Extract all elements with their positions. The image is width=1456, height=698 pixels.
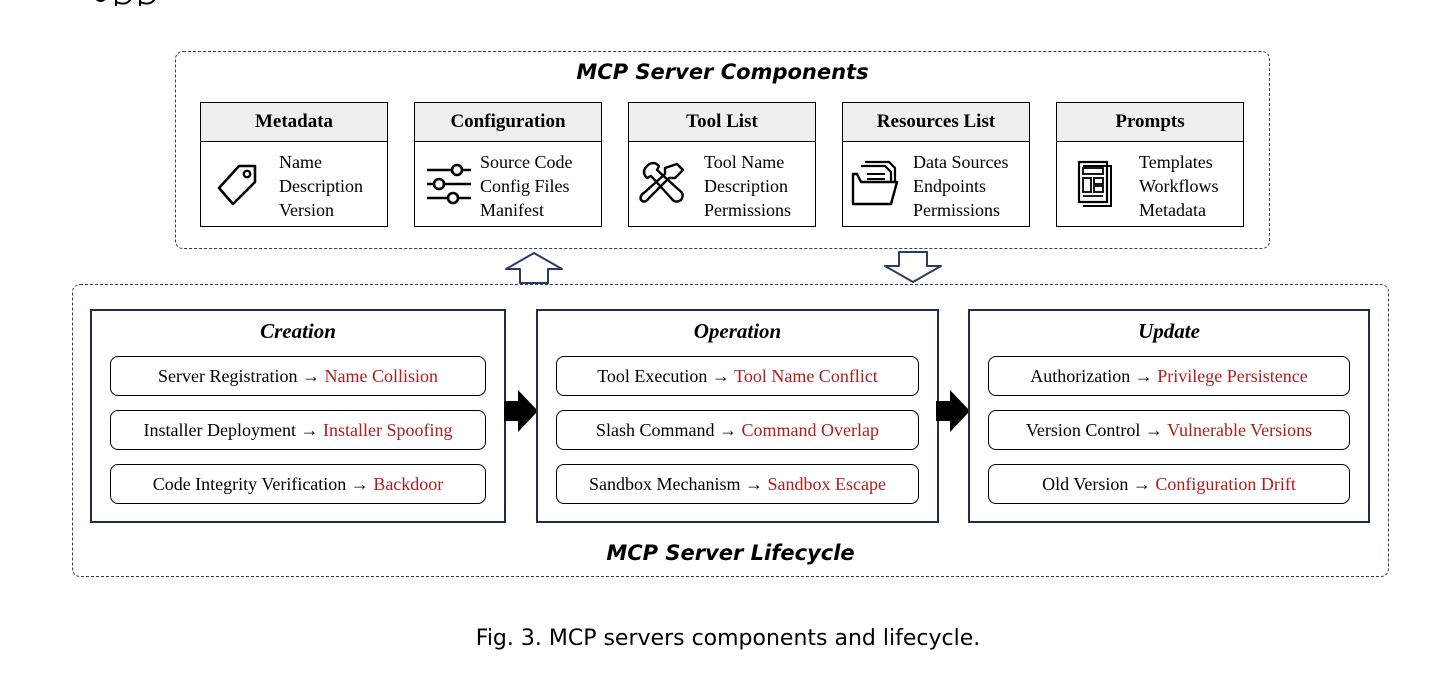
up-arrow-icon <box>505 252 563 284</box>
row-action: Installer Deployment <box>143 420 296 440</box>
phase-title: Creation <box>260 319 336 343</box>
arrow-right-glyph: → <box>1144 420 1163 440</box>
lifecycle-row: Sandbox Mechanism → Sandbox Escape <box>556 464 919 504</box>
row-risk: Backdoor <box>373 474 444 494</box>
component-item: Metadata <box>1139 200 1206 220</box>
card-title: Prompts <box>1057 103 1243 142</box>
component-item: Tool Name <box>704 152 785 172</box>
arrow-right-glyph: → <box>301 366 320 386</box>
row-action: Old Version <box>1042 474 1129 494</box>
component-item: Manifest <box>480 200 544 220</box>
arrow-right-glyph: → <box>719 420 738 440</box>
row-risk: Tool Name Conflict <box>734 366 878 386</box>
component-card-resources-list: Resources List Data Sources Endpoints Pe… <box>842 102 1030 227</box>
component-item: Templates <box>1139 152 1213 172</box>
component-item: Workflows <box>1139 176 1219 196</box>
components-container <box>175 51 1270 249</box>
arrow-right-glyph: → <box>1132 474 1151 494</box>
component-card-prompts: Prompts Templates Workflows Metadata <box>1056 102 1244 227</box>
tag-icon <box>217 164 257 206</box>
row-action: Slash Command <box>596 420 715 440</box>
component-card-tool-list: Tool List Tool Name Description Permissi… <box>628 102 816 227</box>
row-risk: Configuration Drift <box>1155 474 1296 494</box>
row-action: Server Registration <box>158 366 298 386</box>
tools-icon <box>639 161 685 203</box>
component-item: Description <box>704 176 788 196</box>
down-arrow-icon <box>884 251 942 283</box>
lifecycle-row: Code Integrity Verification → Backdoor <box>110 464 486 504</box>
row-risk: Privilege Persistence <box>1157 366 1308 386</box>
lifecycle-row: Installer Deployment → Installer Spoofin… <box>110 410 486 450</box>
components-title: MCP Server Components <box>576 60 869 84</box>
phase-title: Operation <box>693 319 782 343</box>
figure-caption: Fig. 3. MCP servers components and lifec… <box>475 626 981 651</box>
component-item: Data Sources <box>913 152 1009 172</box>
lifecycle-row: Version Control → Vulnerable Versions <box>988 410 1350 450</box>
component-item: Endpoints <box>913 176 987 196</box>
row-risk: Sandbox Escape <box>767 474 886 494</box>
template-document-icon <box>1077 160 1112 207</box>
lifecycle-title: MCP Server Lifecycle <box>606 541 855 565</box>
component-item: Version <box>279 200 334 220</box>
cutoff-text-fragment <box>90 0 210 8</box>
row-risk: Vulnerable Versions <box>1167 420 1313 440</box>
phase-title: Update <box>1138 319 1200 343</box>
component-item: Permissions <box>704 200 792 220</box>
lifecycle-row: Tool Execution → Tool Name Conflict <box>556 356 919 396</box>
lifecycle-container <box>72 284 1389 577</box>
card-title: Configuration <box>415 103 601 142</box>
lifecycle-row: Server Registration → Name Collision <box>110 356 486 396</box>
sliders-icon <box>427 163 471 205</box>
arrow-right-glyph: → <box>711 366 730 386</box>
row-action: Tool Execution <box>597 366 708 386</box>
card-title: Metadata <box>201 103 387 142</box>
component-card-configuration: Configuration Source Code Config Files M… <box>414 102 602 227</box>
component-card-metadata: Metadata Name Description Version <box>200 102 388 227</box>
component-item: Source Code <box>480 152 573 172</box>
row-risk: Installer Spoofing <box>322 420 453 440</box>
card-title: Resources List <box>843 103 1029 142</box>
row-risk: Name Collision <box>324 366 438 386</box>
component-item: Description <box>279 176 363 196</box>
right-arrow-icon <box>504 390 538 432</box>
arrow-right-glyph: → <box>745 474 763 494</box>
card-title: Tool List <box>629 103 815 142</box>
row-action: Version Control <box>1025 420 1141 440</box>
component-item: Permissions <box>913 200 1001 220</box>
lifecycle-row: Slash Command → Command Overlap <box>556 410 919 450</box>
row-action: Sandbox Mechanism <box>589 474 741 494</box>
arrow-right-glyph: → <box>1134 366 1153 386</box>
component-item: Config Files <box>480 176 570 196</box>
row-action: Code Integrity Verification <box>152 474 347 494</box>
arrow-right-glyph: → <box>350 474 369 494</box>
arrow-right-glyph: → <box>300 420 319 440</box>
phase-card-update: Update Authorization → Privilege Persist… <box>968 309 1370 523</box>
folder-documents-icon <box>851 160 899 206</box>
phase-card-operation: Operation Tool Execution → Tool Name Con… <box>536 309 939 523</box>
lifecycle-row: Old Version → Configuration Drift <box>988 464 1350 504</box>
lifecycle-row: Authorization → Privilege Persistence <box>988 356 1350 396</box>
component-item: Name <box>279 152 322 172</box>
phase-card-creation: Creation Server Registration → Name Coll… <box>90 309 506 523</box>
right-arrow-icon <box>936 390 970 432</box>
row-risk: Command Overlap <box>741 420 879 440</box>
row-action: Authorization <box>1030 366 1131 386</box>
